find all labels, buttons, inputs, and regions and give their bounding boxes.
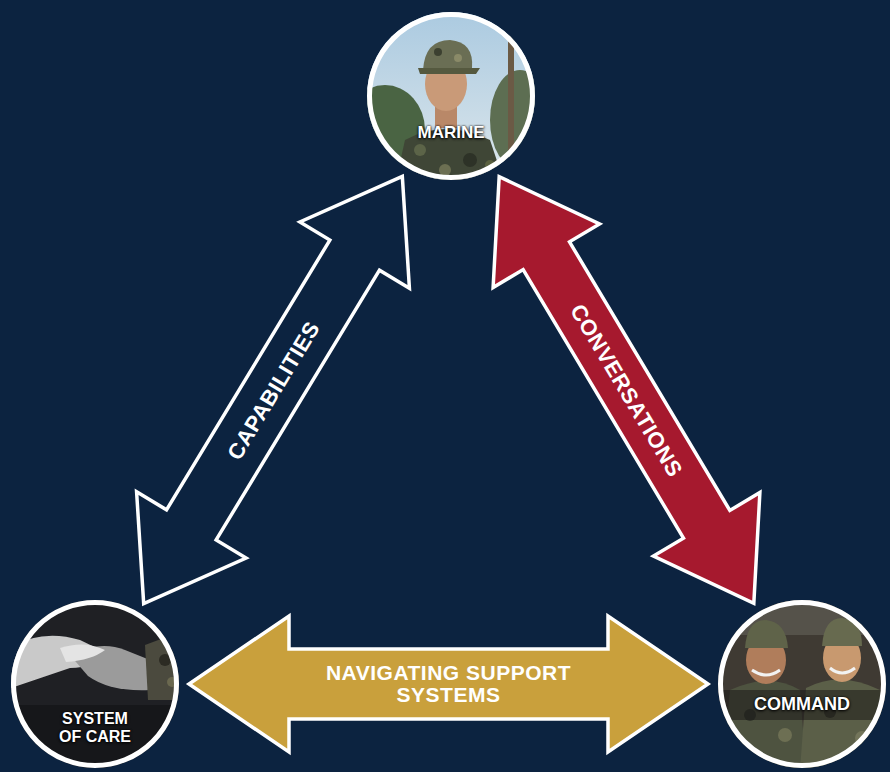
block-arrow <box>493 177 760 604</box>
command-photo <box>715 595 890 772</box>
circle-ring <box>14 603 177 766</box>
node-label: COMMAND <box>732 695 872 715</box>
node-label: MARINE <box>386 124 516 143</box>
photo-circle: COMMAND <box>718 600 886 768</box>
circle-outline <box>718 600 886 768</box>
marine-photo <box>345 5 550 190</box>
circle-outline <box>367 12 535 180</box>
circle-ring <box>721 603 884 766</box>
block-arrow <box>189 616 708 752</box>
circle-ring <box>370 15 533 178</box>
edge-label: CAPABILITIES <box>223 317 324 463</box>
edge-label: NAVIGATING SUPPORT SYSTEMS <box>324 662 574 706</box>
node-label: SYSTEM OF CARE <box>55 710 135 745</box>
photo-circle: MARINE <box>367 12 535 180</box>
block-arrow <box>137 176 410 603</box>
photo-circle: SYSTEM OF CARE <box>11 600 179 768</box>
edge-label: CONVERSATIONS <box>566 300 687 481</box>
handshake-photo <box>5 595 185 772</box>
